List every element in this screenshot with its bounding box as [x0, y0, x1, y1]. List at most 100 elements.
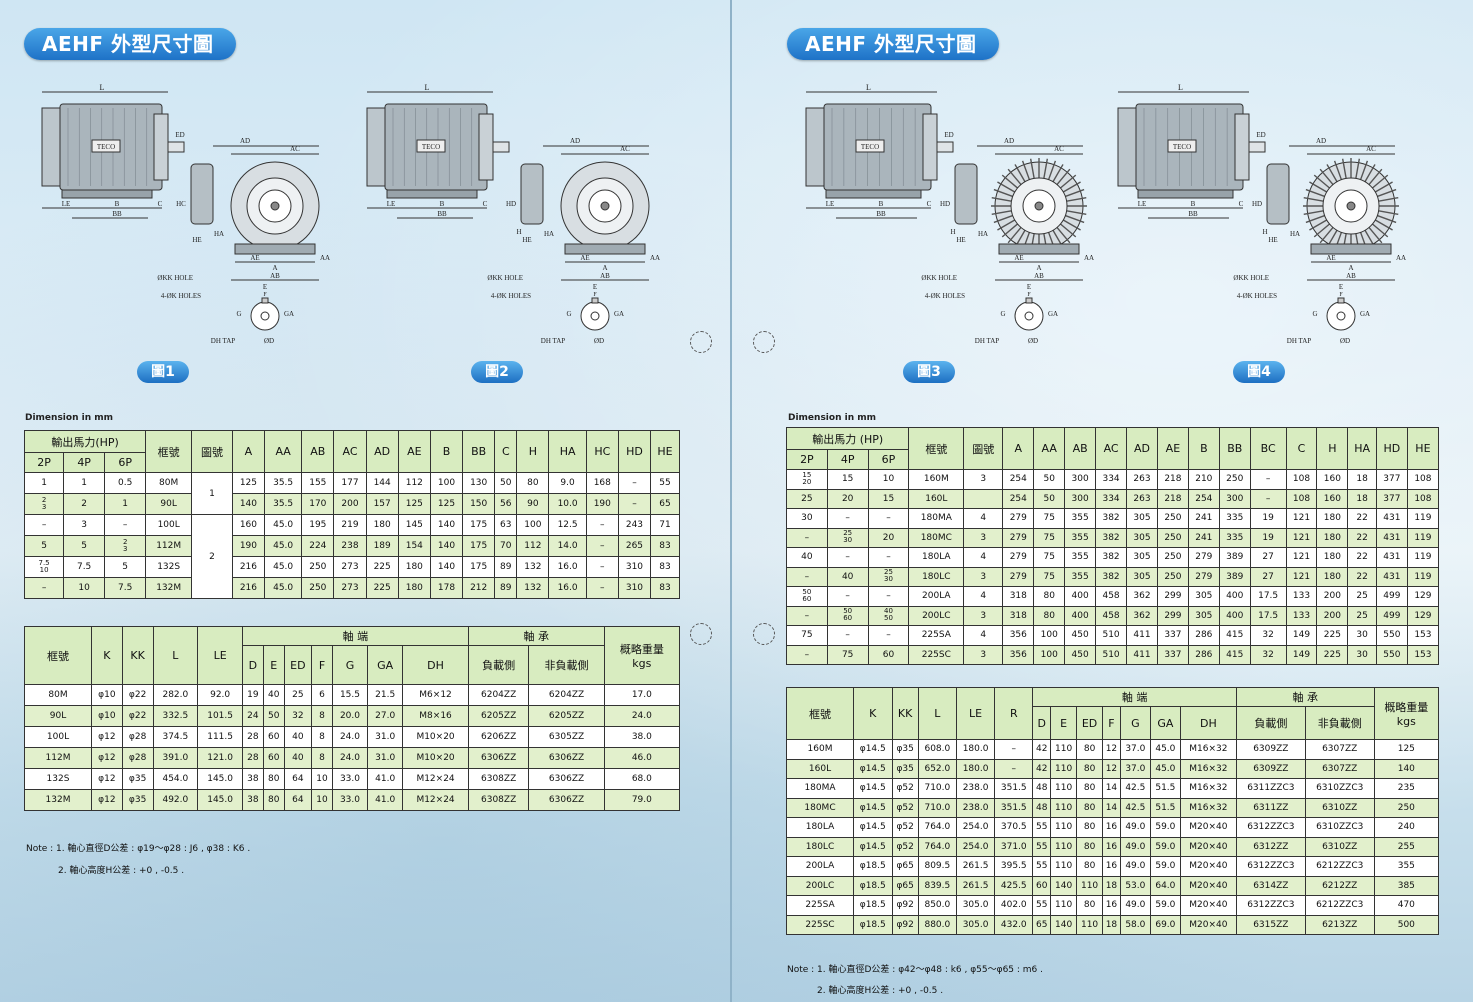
frame-cell: 132M	[145, 577, 193, 599]
hole-callout: 4-ØK HOLES	[161, 292, 201, 300]
table-cell: 499	[1375, 586, 1408, 607]
table-cell: 400	[1218, 605, 1251, 626]
header-shaft: 軸 端	[242, 626, 469, 646]
header-figure: 圖號	[963, 427, 1004, 470]
table-cell: 60	[262, 726, 285, 748]
key	[1025, 297, 1033, 304]
table-cell: φ12	[91, 789, 123, 811]
table-cell: 45.0	[263, 556, 303, 578]
table-cell: 111.5	[197, 726, 243, 748]
table-cell: 110	[1076, 914, 1104, 935]
header-col: F	[311, 645, 333, 685]
frame-cell: 112M	[145, 535, 193, 557]
radial-fin	[1333, 160, 1343, 180]
table-cell: 6204ZZ	[528, 684, 605, 706]
table-cell: 279	[1002, 547, 1035, 568]
header-col: HD	[617, 430, 652, 473]
table-cell: 286	[1187, 644, 1220, 665]
table-cell: 42.5	[1119, 778, 1151, 799]
table-cell: 33.0	[331, 789, 369, 811]
header-col: F	[1102, 706, 1121, 740]
table-cell: 18	[1102, 875, 1121, 896]
table-cell: 454.0	[152, 768, 199, 790]
table-cell: M6×12	[402, 684, 469, 706]
table-cell: 305.0	[955, 914, 996, 935]
radial-fin	[991, 196, 1012, 202]
dimension-label-ad: AD	[1004, 137, 1014, 145]
table-cell: 18	[1347, 469, 1377, 490]
table-cell: 10	[311, 789, 333, 811]
table-cell: 382	[1095, 547, 1128, 568]
table-cell: 710.0	[917, 797, 957, 818]
table-cell: 22	[1347, 508, 1377, 529]
shaft-end	[600, 201, 610, 211]
terminal-box	[190, 163, 214, 225]
radial-fin	[1305, 188, 1325, 198]
dimension-label-e: E	[263, 283, 267, 291]
header-col: AB	[1064, 427, 1097, 470]
table-cell: 38.0	[603, 726, 681, 748]
table-cell: –	[994, 739, 1034, 760]
table-cell: 14	[1102, 797, 1121, 818]
table-cell: 286	[1187, 625, 1220, 646]
table-cell: 15	[826, 469, 869, 490]
table-cell: 64	[283, 789, 313, 811]
frame-cell: 90L	[24, 705, 92, 727]
table-cell: 75	[1033, 547, 1066, 568]
frame-cell: 180LC	[786, 836, 854, 857]
table-cell: 225	[365, 556, 399, 578]
dimension-label-l: L	[1178, 83, 1183, 92]
nameplate	[855, 139, 885, 153]
table-cell: 3	[963, 566, 1004, 587]
table-cell: 6312ZZC3	[1235, 895, 1306, 916]
dimension-label-f: F	[1339, 292, 1343, 298]
table-cell: 30	[1347, 644, 1377, 665]
table-cell: 59.0	[1149, 856, 1181, 877]
table-cell: 10	[867, 469, 910, 490]
brand-logo: TECO	[97, 143, 115, 151]
table-cell: 83	[650, 577, 680, 599]
dimension-label-hd: HD	[940, 200, 950, 208]
header-col: AC	[333, 430, 367, 473]
table-cell: 110	[1050, 778, 1078, 799]
note-2: 2. 軸心高度H公差 : +0 , -0.5 .	[817, 986, 944, 996]
table-cell: 510	[1095, 644, 1128, 665]
table-cell: 170	[301, 493, 335, 515]
table-cell: 32	[1249, 644, 1287, 665]
table-cell: 53.0	[1119, 875, 1151, 896]
table-cell: 168	[585, 472, 619, 494]
table-cell: –	[867, 625, 910, 646]
table-cell: 112	[397, 472, 431, 494]
terminal-box	[954, 163, 978, 225]
table-cell: 16	[1102, 856, 1121, 877]
dimension-caption: Dimension in mm	[25, 413, 113, 423]
dimension-label-e: E	[1339, 283, 1343, 291]
table-cell: 415	[1218, 625, 1251, 646]
table-cell: 125	[1373, 739, 1440, 760]
dimension-label-l: L	[100, 83, 105, 92]
header-weight-unit: kgs	[1396, 715, 1416, 728]
radial-fin	[1377, 214, 1397, 224]
table-cell: 160	[231, 514, 266, 536]
figure-2-label: 圖2	[471, 361, 523, 383]
table-cell: 224	[301, 535, 335, 557]
dimension-label-c: C	[483, 200, 488, 208]
table-cell: 195	[301, 514, 335, 536]
table-cell: φ10	[91, 684, 123, 706]
table-cell: 371.0	[994, 836, 1034, 857]
table-cell: 300	[1218, 488, 1251, 509]
header-frame: 框號	[24, 626, 92, 685]
radial-fin	[1359, 160, 1369, 180]
table-cell: 144	[365, 472, 399, 494]
table-cell: 510	[1095, 625, 1128, 646]
table-cell: M10×20	[402, 747, 469, 769]
dimension-label-hd: HD	[1252, 200, 1262, 208]
table-cell: φ92	[891, 895, 919, 916]
table-cell: 400	[1064, 605, 1097, 626]
table-cell: –	[585, 577, 619, 599]
end-cover	[366, 107, 386, 187]
table-cell: 75	[1033, 566, 1066, 587]
